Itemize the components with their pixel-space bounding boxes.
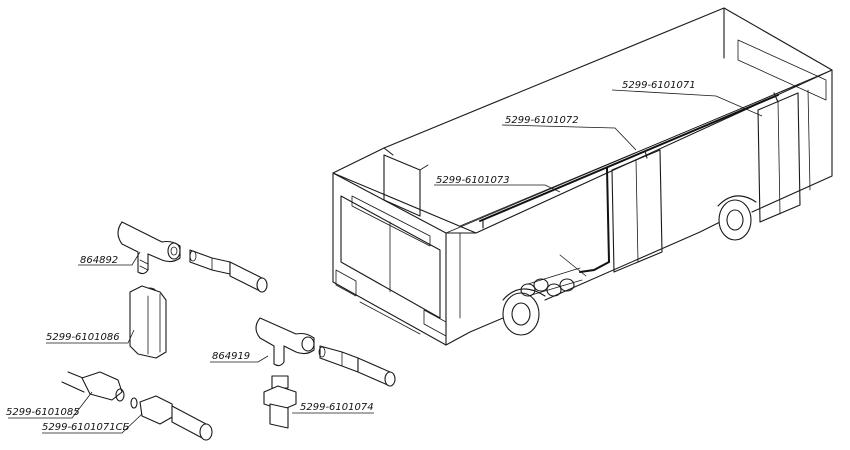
callout-labels: 5299-6101071 5299-6101072 5299-6101073 8… — [6, 80, 696, 433]
nut-tube-assembly-2 — [318, 345, 396, 387]
leader-lines — [8, 89, 763, 434]
gas-pipeline — [479, 92, 779, 277]
label-tube-1072: 5299-6101072 — [505, 115, 579, 126]
label-coupling-1086: 5299-6101086 — [46, 332, 120, 343]
front-wheel — [502, 288, 546, 336]
nut-tube-assembly-1 — [189, 249, 268, 293]
hex-coupling-5299-6101086 — [129, 285, 167, 359]
tee-fitting-864892 — [117, 221, 181, 275]
fitting-5299-6101085 — [61, 371, 125, 402]
gas-cylinders — [520, 267, 583, 297]
label-tube-1071: 5299-6101071 — [622, 80, 696, 91]
tee-fitting-864919 — [255, 317, 315, 367]
label-fitting-1085: 5299-6101085 — [6, 407, 80, 418]
label-tube-1073: 5299-6101073 — [436, 175, 510, 186]
label-tee-864919: 864919 — [212, 351, 250, 362]
label-fitting-1074: 5299-6101074 — [300, 402, 374, 413]
fitting-5299-6101074 — [263, 375, 297, 429]
label-fitting-1071sb: 5299-6101071СБ — [42, 422, 130, 433]
label-tee-864892: 864892 — [80, 255, 118, 266]
fitting-5299-6101071sb — [130, 395, 213, 441]
rear-wheel — [717, 195, 757, 241]
bus-outline — [332, 7, 833, 346]
